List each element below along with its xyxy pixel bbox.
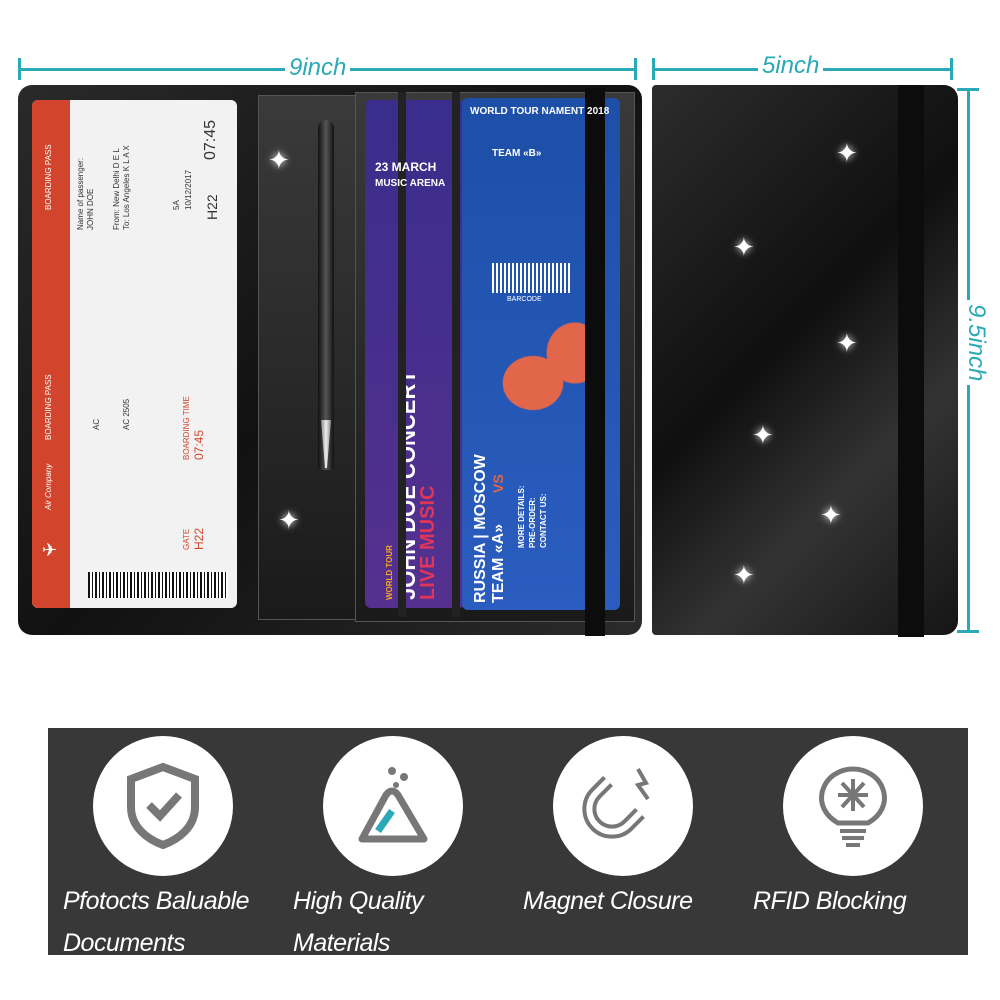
sport-match: RUSSIA | MOSCOW [472,454,489,603]
barcode [88,572,228,598]
feature-label: Materials [293,929,390,957]
pre-order: PRE-ORDER: [528,497,537,548]
sparkle-icon: ✦ [836,328,858,358]
feature-label: Documents [63,929,185,957]
team-b: TEAM «B» [492,148,542,159]
rfid-bulb-icon [783,736,923,876]
dimension-cap [957,630,979,633]
boarding-pass-strip: BOARDING PASS BOARDING PASS Air Company … [32,100,70,608]
feature-rfid: RFID Blocking [738,728,968,955]
sparkle-icon: ✦ [733,560,755,590]
concert-subtitle: LIVE MUSIC [417,485,439,600]
carrier: AC [92,418,101,430]
concert-tour: WORLD TOUR [385,545,394,600]
shield-check-icon [93,736,233,876]
elastic-band-closed [898,85,924,637]
contact-us: CONTACT US: [539,493,548,548]
gate: H22 [204,194,220,220]
boarding-time-label: BOARDING TIME [182,396,191,460]
height-label: 9.5inch [962,300,990,386]
sport-barcode [492,263,572,293]
dimension-cap [950,58,953,80]
feature-label: Pfotocts Baluable [63,887,250,915]
boarding-time-2: 07:45 [192,429,206,460]
feature-magnet: Magnet Closure [508,728,738,955]
sparkle-icon: ✦ [268,145,290,175]
concert-ticket: JOHN DOE CONCERT LIVE MUSIC WORLD TOUR 2… [365,100,465,608]
airline-name: Air Company [44,463,53,510]
passenger-name: JOHN DOE [86,188,95,230]
dimension-cap [18,58,21,80]
divider-strap [398,92,406,617]
pen [318,120,334,470]
dimension-cap [957,88,979,91]
closed-width-label: 5inch [758,52,824,80]
gate-2: H22 [192,527,206,550]
sparkle-icon: ✦ [278,505,300,535]
to-city: To: Los Angeles K L A X [122,145,131,230]
feature-label: High Quality [293,887,424,915]
airplane-icon: ✈ [42,540,58,560]
sparkle-icon: ✦ [752,420,774,450]
flight-number: AC 2505 [122,398,131,430]
divider-strap [452,92,460,617]
feature-label: RFID Blocking [753,887,907,915]
vs: VS [490,474,506,493]
gate-label: GATE [182,528,191,550]
concert-date: 23 MARCH [375,160,437,174]
sparkle-icon: ✦ [733,232,755,262]
elastic-band [585,88,605,636]
sparkle-icon: ✦ [836,138,858,168]
dimension-cap [652,58,655,80]
feature-label: Magnet Closure [523,887,693,915]
seat: 5A [172,200,181,210]
sport-barcode-label: BARCODE [507,296,542,303]
boarding-pass: BOARDING PASS BOARDING PASS Air Company … [32,100,237,608]
dimension-cap [634,58,637,80]
passenger-label: Name of passenger: [76,157,85,230]
concert-venue: MUSIC ARENA [375,178,446,189]
mountain-icon [323,736,463,876]
from-city: From: New Delhi D E L [112,148,121,230]
magnet-icon [553,736,693,876]
width-label: 9inch [285,54,351,82]
boarding-time: 07:45 [202,119,219,160]
more-details: MORE DETAILS: [517,485,526,548]
pen-tip [321,420,331,468]
boarding-pass-header-2: BOARDING PASS [44,374,53,440]
sport-title: WORLD TOUR NAMENT 2018 [470,106,610,117]
center-pocket [258,95,358,620]
sparkle-icon: ✦ [820,500,842,530]
boarding-pass-header: BOARDING PASS [44,144,53,210]
date: 10/12/2017 [184,169,193,210]
team-a: TEAM «A» [490,523,507,603]
